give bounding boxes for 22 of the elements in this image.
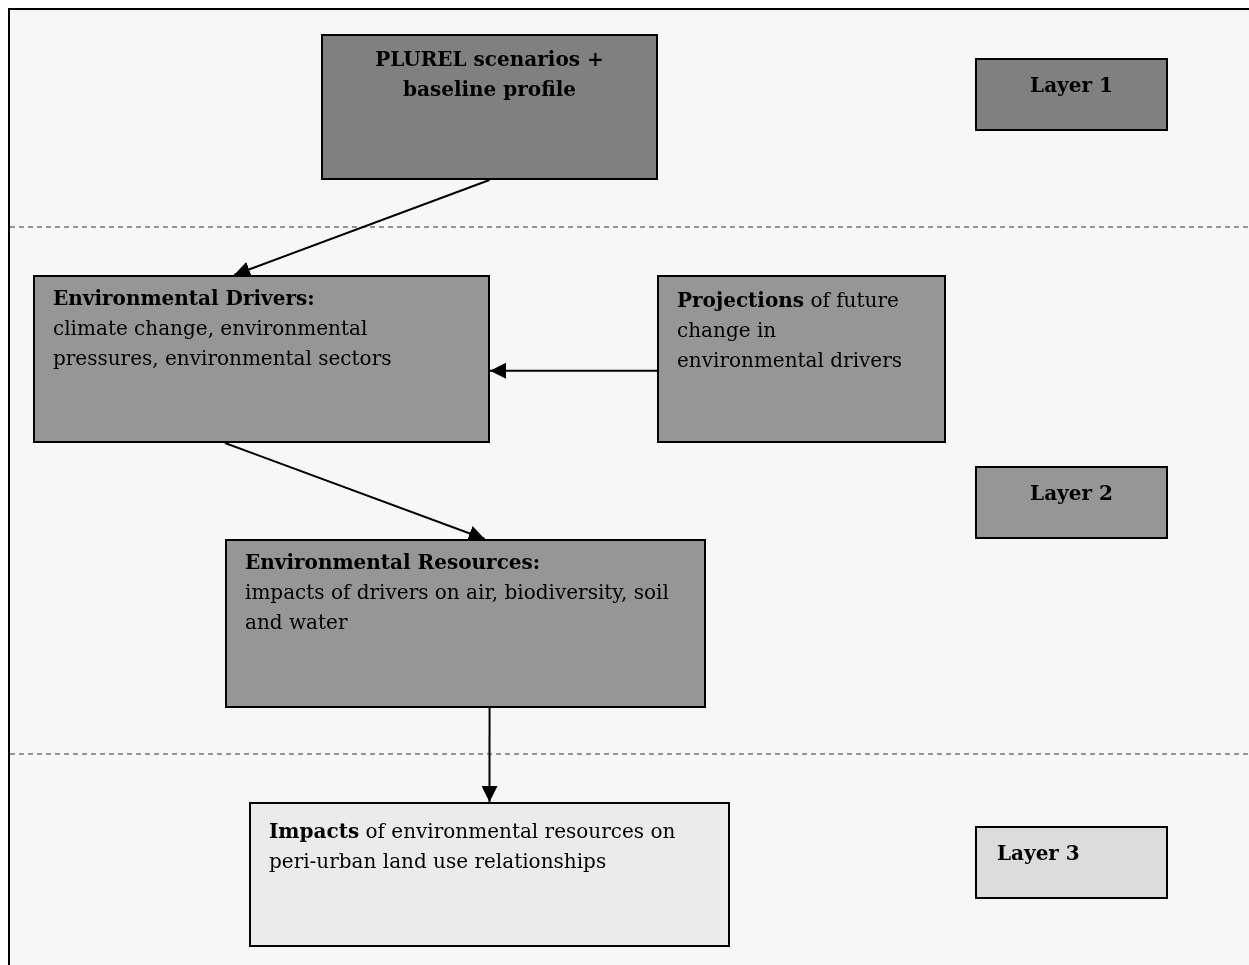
box-text: PLUREL scenarios + baseline profile <box>374 46 605 103</box>
process-box <box>249 802 730 947</box>
layer-box <box>975 826 1168 899</box>
box-text: Projections of future change in environmental drivers <box>677 287 903 374</box>
box-text: Layer 1 <box>1029 72 1114 99</box>
box-text: impacts of drivers on air, biodiversity, soil and water <box>245 579 670 636</box>
layer-box <box>975 58 1168 131</box>
layer-box <box>975 466 1168 539</box>
box-heading: Environmental Resources: <box>245 549 542 576</box>
arrow <box>233 179 491 277</box>
scenario-box <box>321 34 658 180</box>
box-heading: Environmental Drivers: <box>53 285 316 312</box>
box-text: Layer 2 <box>1029 480 1114 507</box>
box-text: Impacts of environmental resources on peri-urban land use relationships <box>269 818 677 875</box>
arrow <box>223 442 486 541</box>
process-box <box>33 275 490 443</box>
box-text: climate change, environmental pressures, environmental sectors <box>53 315 393 372</box>
arrow <box>489 362 658 379</box>
box-text: Layer 3 <box>997 840 1081 867</box>
process-box <box>225 539 706 708</box>
process-box <box>657 275 946 443</box>
arrow <box>481 707 498 803</box>
